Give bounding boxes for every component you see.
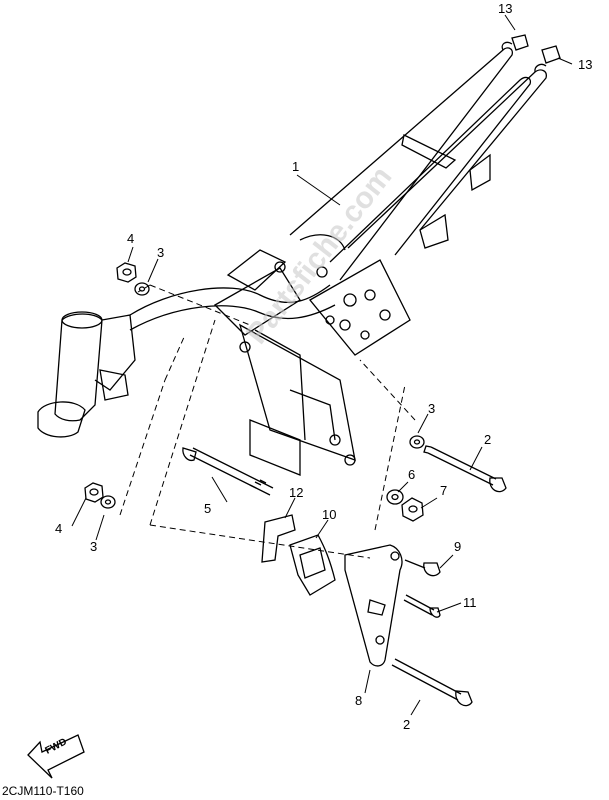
steering-head-pipe bbox=[37, 311, 136, 438]
bolt-9 bbox=[404, 559, 441, 577]
callout-8: 8 bbox=[355, 693, 363, 708]
cap-13-left bbox=[511, 34, 529, 51]
callout-3-upper: 3 bbox=[157, 245, 165, 260]
callout-13-right: 13 bbox=[578, 57, 593, 72]
bolt-2-lower bbox=[391, 658, 473, 707]
callout-3-lower: 3 bbox=[90, 539, 98, 554]
gusset-plate bbox=[249, 419, 301, 476]
callout-11: 11 bbox=[463, 595, 477, 610]
callout-3-right: 3 bbox=[428, 401, 436, 416]
callout-7: 7 bbox=[440, 483, 448, 498]
callout-4-lower: 4 bbox=[55, 521, 63, 536]
callout-9: 9 bbox=[454, 539, 462, 554]
spacer-12 bbox=[261, 514, 296, 563]
bolt-5 bbox=[182, 447, 274, 496]
callout-leaders bbox=[71, 14, 573, 716]
nut-4-lower bbox=[84, 482, 104, 503]
washer-3-right bbox=[409, 435, 425, 449]
cap-13-right bbox=[541, 45, 561, 64]
washer-3-upper bbox=[134, 282, 150, 296]
callout-2-upper: 2 bbox=[484, 432, 492, 447]
drawing-code: 2CJM110-T160 bbox=[2, 784, 84, 798]
nut-7 bbox=[401, 497, 424, 522]
callout-1: 1 bbox=[292, 159, 300, 174]
frame-main-body bbox=[129, 234, 411, 466]
bracket-8 bbox=[344, 544, 403, 667]
callout-10: 10 bbox=[322, 507, 337, 522]
callout-12: 12 bbox=[289, 485, 304, 500]
nut-4-upper bbox=[116, 262, 137, 283]
callout-4-upper: 4 bbox=[127, 231, 135, 246]
callout-5: 5 bbox=[204, 501, 212, 516]
washer-3-lower bbox=[100, 495, 116, 509]
bolt-2-upper bbox=[423, 445, 507, 493]
callout-6: 6 bbox=[408, 467, 416, 482]
washer-6 bbox=[386, 489, 404, 505]
fwd-arrow-icon bbox=[27, 734, 85, 779]
screw-11 bbox=[403, 594, 441, 618]
frame-rear-rails bbox=[289, 41, 547, 281]
callout-2-lower: 2 bbox=[403, 717, 411, 732]
callout-13-upper: 13 bbox=[498, 1, 513, 16]
cover-10 bbox=[289, 534, 336, 596]
